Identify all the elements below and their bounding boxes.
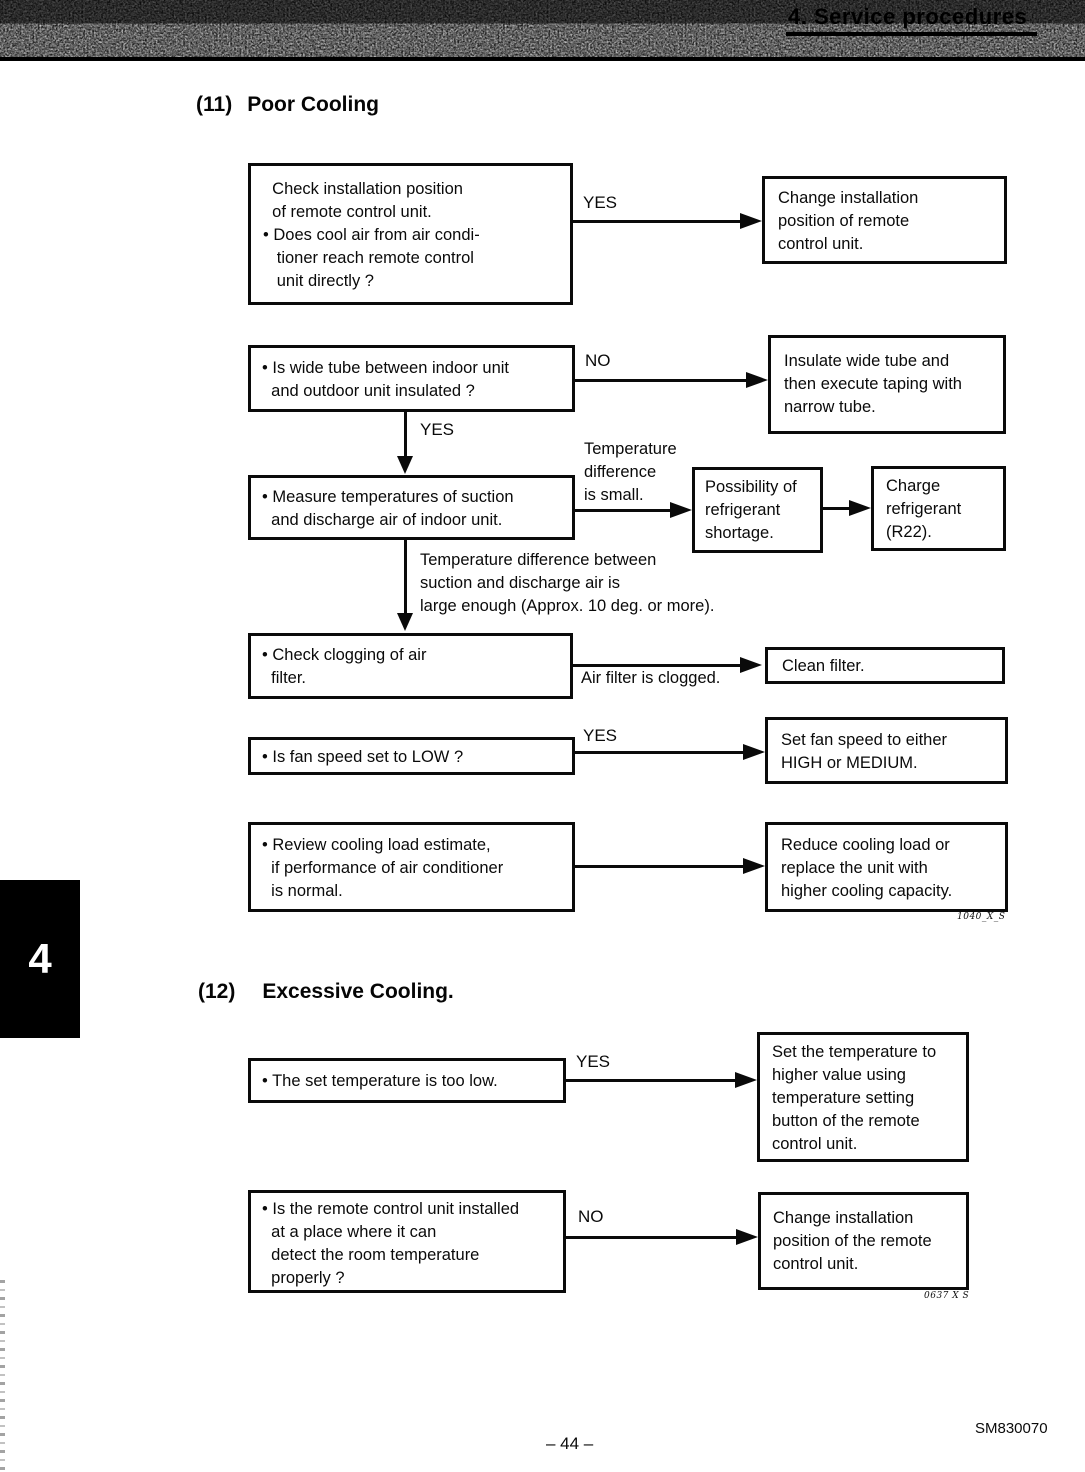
- edge-label-yes-4: YES: [576, 1052, 611, 1071]
- connector-line: [575, 379, 746, 382]
- arrowhead-right-icon: [736, 1229, 758, 1245]
- connector-line: [566, 1079, 735, 1082]
- connector-line: [573, 220, 742, 223]
- flowchart-box-charge-refrigerant: Charge refrigerant (R22).: [871, 466, 1006, 551]
- arrowhead-right-icon: [740, 213, 762, 229]
- edge-note-temp-difference-large: Temperature difference between suction a…: [420, 551, 715, 615]
- figure-caption-12: 0637 X S: [924, 1291, 970, 1301]
- header-rule: [0, 57, 1085, 61]
- section-11-title: (11) Poor Cooling: [196, 93, 379, 117]
- connector-line: [575, 509, 672, 512]
- flowchart-box-check-filter-clogging: • Check clogging of air filter.: [248, 633, 573, 699]
- flowchart-box-change-remote-position: Change installation position of the remo…: [758, 1192, 969, 1290]
- arrowhead-right-icon: [849, 500, 871, 516]
- connector-line: [404, 412, 407, 456]
- flowchart-box-review-cooling-load: • Review cooling load estimate, if perfo…: [248, 822, 575, 912]
- flowchart-box-clean-filter: Clean filter.: [765, 647, 1005, 684]
- flowchart-box-set-temperature-higher: Set the temperature to higher value usin…: [757, 1032, 969, 1162]
- flowchart-box-set-temperature-too-low: • The set temperature is too low.: [248, 1058, 566, 1103]
- section-11-title-text: Poor Cooling: [247, 93, 380, 116]
- arrowhead-down-icon: [397, 456, 413, 474]
- flowchart-box-wide-tube-insulated: • Is wide tube between indoor unit and o…: [248, 345, 575, 412]
- connector-line: [575, 865, 743, 868]
- arrowhead-right-icon: [746, 372, 768, 388]
- flowchart-box-measure-temperatures: • Measure temperatures of suction and di…: [248, 475, 575, 540]
- chapter-tab: 4: [0, 880, 80, 1038]
- flowchart-box-remote-install-place: • Is the remote control unit installed a…: [248, 1190, 566, 1293]
- edge-label-yes-3: YES: [583, 726, 618, 745]
- document-code: SM830070: [975, 1420, 1048, 1437]
- page-number: – 44 –: [546, 1434, 594, 1453]
- flowchart-box-set-fan-speed: Set fan speed to either HIGH or MEDIUM.: [765, 717, 1008, 784]
- header-section-title: 4. Service procedures: [786, 4, 1038, 36]
- connector-line: [823, 507, 851, 510]
- page-header-band: 4. Service procedures: [0, 0, 1085, 58]
- edge-note-temp-difference-small: Temperature difference is small.: [584, 440, 677, 504]
- edge-label-yes-1: YES: [583, 193, 618, 212]
- edge-label-no-2: NO: [578, 1207, 604, 1226]
- section-12-number: (12): [198, 980, 236, 1003]
- connector-line: [575, 751, 743, 754]
- arrowhead-right-icon: [735, 1072, 757, 1088]
- figure-caption-11: 1040_X_S: [957, 912, 1006, 922]
- arrowhead-right-icon: [740, 657, 762, 673]
- flowchart-box-fan-speed-low: • Is fan speed set to LOW ?: [248, 737, 575, 775]
- flowchart-box-insulate-wide-tube: Insulate wide tube and then execute tapi…: [768, 335, 1006, 434]
- section-12-title: (12) Excessive Cooling.: [198, 980, 454, 1004]
- scan-edge-artifact: [0, 1280, 5, 1472]
- section-12-title-text: Excessive Cooling.: [262, 980, 454, 1003]
- edge-label-no-1: NO: [585, 351, 611, 370]
- arrowhead-right-icon: [743, 744, 765, 760]
- header-texture: [0, 0, 1085, 58]
- connector-line: [566, 1236, 736, 1239]
- arrowhead-down-icon: [397, 613, 413, 631]
- section-11-number: (11): [196, 93, 233, 116]
- edge-label-filter-clogged: Air filter is clogged.: [581, 669, 721, 687]
- flowchart-box-reduce-cooling-load: Reduce cooling load or replace the unit …: [765, 822, 1008, 912]
- chapter-tab-number: 4: [28, 935, 52, 982]
- flowchart-box-check-installation-position: Check installation position of remote co…: [248, 163, 573, 305]
- arrowhead-right-icon: [743, 858, 765, 874]
- edge-label-yes-2: YES: [420, 420, 455, 439]
- connector-line: [573, 664, 742, 667]
- connector-line: [404, 540, 407, 614]
- flowchart-box-refrigerant-shortage: Possibility of refrigerant shortage.: [692, 467, 823, 553]
- arrowhead-right-icon: [670, 502, 692, 518]
- flowchart-box-change-position: Change installation position of remote c…: [762, 176, 1007, 264]
